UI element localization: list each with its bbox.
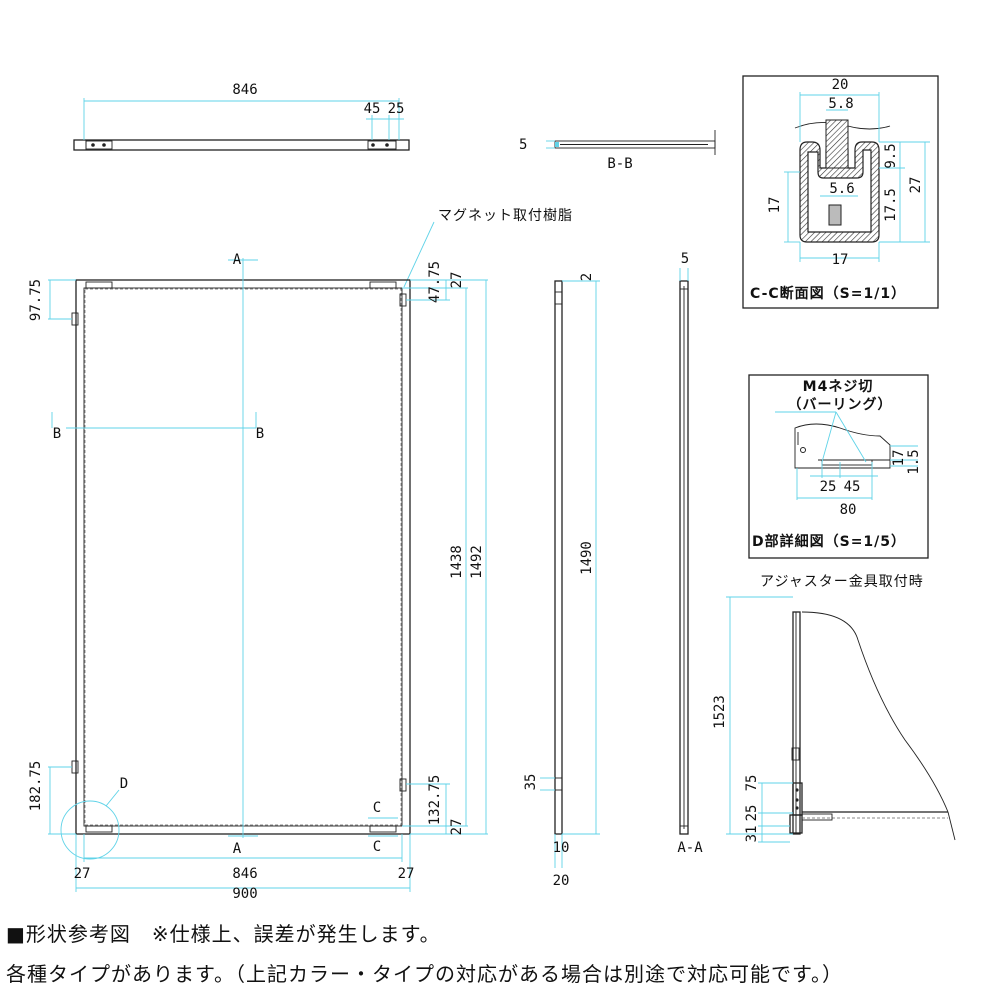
adjuster-frame — [792, 611, 801, 835]
dim-right-top-b: 27 — [449, 272, 465, 289]
mark-a-top: A — [233, 252, 242, 268]
d-box-border — [748, 374, 929, 559]
cc-w58: 5.8 — [828, 96, 853, 112]
aa-section-label: A-A — [677, 840, 703, 856]
top-view: 846 45 25 — [73, 82, 410, 151]
cc-box-border — [742, 75, 939, 309]
cc-w17: 17 — [832, 252, 849, 268]
cc-h17: 17 — [767, 197, 783, 214]
dim-inner-height: 1438 — [449, 545, 465, 579]
d-dim-45: 45 — [844, 479, 861, 495]
side-bottom-b-label: 20 — [553, 873, 570, 889]
adjuster-desk-curve — [801, 611, 949, 813]
side-bottom-a-label: 10 — [553, 840, 570, 856]
d-dim-25: 25 — [820, 479, 837, 495]
cc-insert — [825, 119, 849, 169]
detail-d-circle — [60, 800, 120, 860]
adj-h75: 75 — [744, 775, 760, 792]
cc-h27: 27 — [908, 177, 924, 194]
adj-h25: 25 — [744, 805, 760, 822]
caption-line-2: 各種タイプがあります。（上記カラー・タイプの対応がある場合は別途で対応可能です。… — [6, 962, 843, 986]
mark-b-left: B — [53, 426, 61, 442]
bb-section-label: B-B — [607, 156, 632, 172]
aa-top-label: 5 — [681, 251, 689, 267]
dim-left-top: 97.75 — [28, 279, 44, 321]
cc-w56: 5.6 — [829, 181, 854, 197]
mark-d: D — [120, 776, 128, 792]
front-view: A A B B C C D 97.75 182.75 47.75 27 132.… — [28, 252, 488, 902]
magnet-leader-line — [403, 221, 435, 288]
top-width-label: 846 — [232, 82, 257, 98]
dim-bottom-left: 27 — [74, 866, 91, 882]
dim-right-top-a: 47.75 — [427, 261, 443, 303]
dim-right-bottom-b: 27 — [449, 819, 465, 836]
adj-h31: 31 — [744, 826, 760, 843]
side-top-label: 2 — [579, 273, 595, 281]
adjuster-view: アジャスター金具取付時 1523 75 25 31 — [712, 574, 956, 843]
d-dim-80: 80 — [840, 502, 857, 518]
caption-line-1: ■形状参考図 ※仕様上、誤差が発生します。 — [6, 922, 441, 946]
dim-inner-width: 846 — [232, 866, 257, 882]
mark-a-bottom: A — [233, 841, 242, 857]
section-bb: 5 B-B — [519, 130, 716, 172]
adjuster-title: アジャスター金具取付時 — [760, 574, 924, 590]
cc-h175: 17.5 — [883, 188, 899, 222]
bb-thickness-label: 5 — [519, 137, 527, 153]
side-view-frame — [554, 280, 563, 835]
cc-magnet — [828, 204, 842, 226]
side-height-label: 1490 — [579, 541, 595, 575]
d-title: D部詳細図（S=1/5） — [752, 533, 906, 550]
dim-right-bottom-a: 132.75 — [427, 775, 443, 826]
cc-w20: 20 — [832, 77, 849, 93]
dim-left-bottom: 182.75 — [28, 761, 44, 812]
side-view: 2 1490 35 10 20 — [523, 273, 600, 889]
section-cc-box: 20 5.8 5.6 17 17 9.5 17.5 27 C-C断面図（S=1/… — [742, 75, 939, 309]
mark-b-right: B — [256, 426, 264, 442]
mark-c-bottom: C — [373, 839, 381, 855]
cc-h95: 9.5 — [883, 143, 899, 168]
section-aa: 5 A-A — [677, 251, 703, 856]
mark-c-top: C — [373, 800, 381, 816]
d-dim-17: 17 — [891, 450, 907, 467]
d-note-2: （バーリング） — [788, 396, 893, 413]
detail-d-box: M4ネジ切 （バーリング） 25 45 80 17 1.5 D部詳細図（S=1/… — [748, 374, 929, 559]
d-dim-15: 1.5 — [906, 449, 922, 474]
d-part-outline — [794, 423, 891, 469]
dim-outer-height: 1492 — [469, 545, 485, 579]
side-mid-label: 35 — [523, 774, 539, 791]
cc-title: C-C断面図（S=1/1） — [750, 285, 906, 302]
d-note-1: M4ネジ切 — [803, 379, 874, 395]
top-hole-a-label: 45 — [364, 101, 381, 117]
top-view-frame — [73, 139, 410, 151]
dim-bottom-right: 27 — [398, 866, 415, 882]
dim-outer-width: 900 — [232, 886, 257, 902]
magnet-resin-label: マグネット取付樹脂 — [438, 208, 573, 224]
top-hole-b-label: 25 — [388, 101, 405, 117]
adj-h1523: 1523 — [712, 695, 728, 729]
